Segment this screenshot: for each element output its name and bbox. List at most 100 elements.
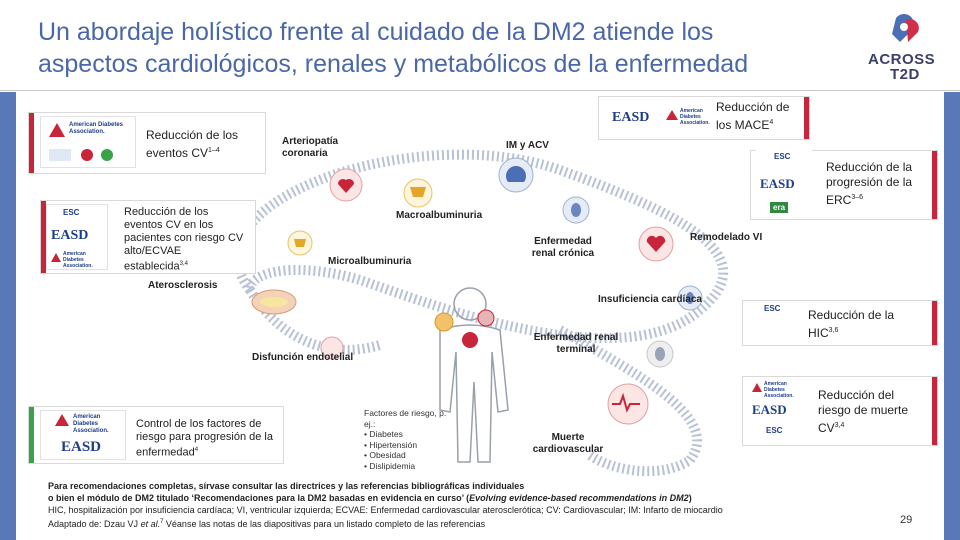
hic-label: Reducción de la HIC — [808, 308, 895, 340]
cv-death-ref: 3,4 — [834, 422, 845, 429]
risk-factor-item: Hipertensión — [364, 440, 448, 451]
footer-line-3: HIC, hospitalización por insuficiencia c… — [48, 505, 723, 515]
ada-easd-esc-logo-card: American Diabetes Association. EASD ESC — [748, 378, 810, 444]
risk-factors-text: Control de los factores de riesgo para p… — [136, 418, 280, 460]
kidney-icon — [562, 196, 590, 224]
cup-small-icon — [287, 230, 313, 256]
artery-plaque-icon — [251, 289, 297, 315]
partner-logos-icon — [49, 149, 113, 161]
easd-logo-text: EASD — [612, 110, 650, 125]
kidney-body-icon — [462, 332, 478, 348]
hic-ref: 3,6 — [828, 327, 839, 334]
footer-line-1-text: Para recomendaciones completas, sírvase … — [48, 481, 525, 491]
red-accent-bar — [932, 301, 937, 345]
kidney-failure-icon — [646, 340, 674, 368]
across-t2d-logo-icon — [892, 13, 919, 42]
ada-logo-card: American Diabetes Association. — [40, 116, 136, 168]
risk-factors-label: Control de los factores de riesgo para p… — [136, 418, 273, 459]
established-cvd-text: Reducción de los eventos CV en los pacie… — [124, 206, 248, 274]
cup-icon — [403, 178, 433, 208]
ada-logo-text: American Diabetes Association. — [63, 251, 93, 269]
esc-logo-text: ESC — [774, 152, 791, 161]
continuum-lower-curve — [245, 287, 702, 477]
cv-events-ref: 1–4 — [208, 147, 220, 154]
heart-artery-icon — [329, 168, 363, 202]
established-cvd-ref: 3,4 — [179, 261, 188, 267]
green-accent-bar — [29, 407, 34, 463]
title-line-1: Un abordaje holístico frente al cuidado … — [38, 18, 714, 46]
red-accent-bar — [932, 377, 937, 445]
vessel-icon — [320, 336, 344, 360]
established-cvd-label: Reducción de los eventos CV en los pacie… — [124, 206, 244, 273]
risk-factor-item: Obesidad — [364, 450, 448, 461]
red-accent-bar — [29, 113, 34, 173]
mace-label: Reducción de los MACE — [716, 100, 790, 132]
red-accent-bar — [932, 151, 937, 219]
footer-line-4-ref: 7 — [160, 519, 164, 525]
title-line-2: aspectos cardiológicos, renales y metabó… — [38, 50, 749, 78]
title-divider — [0, 90, 960, 91]
red-accent-bar — [41, 201, 46, 273]
ada-logo-text: American Diabetes Association. — [69, 122, 124, 135]
ada-logo-text: American Diabetes Association. — [73, 414, 109, 434]
footer-line-2-italic: Evolving evidence-based recommendations … — [469, 493, 689, 503]
ada-triangle-icon — [666, 110, 678, 120]
cv-death-text: Reducción del riesgo de muerte CV3,4 — [818, 388, 910, 436]
heart-icon — [638, 226, 674, 262]
left-side-bar — [0, 92, 16, 540]
liver-icon — [434, 312, 454, 332]
page-number: 29 — [900, 514, 913, 526]
cv-death-label: Reducción del riesgo de muerte CV — [818, 388, 909, 435]
esc-easd-era-logo-card: ESC EASD era — [756, 150, 812, 218]
lung-icon — [477, 309, 495, 327]
label-esrd: Enfermedad renal terminal — [533, 332, 619, 355]
easd-logo-text: EASD — [760, 176, 795, 191]
label-macroalb: Macroalbuminuria — [396, 210, 483, 221]
esc-logo-text: ESC — [63, 208, 80, 217]
brain-icon — [498, 157, 534, 193]
footer-line-4-pre: Adaptado de: Dzau VJ — [48, 519, 141, 529]
footer-line-4: Adaptado de: Dzau VJ et al.7 Véanse las … — [48, 516, 898, 530]
label-endo: Disfunción endotelial — [252, 352, 354, 363]
ecg-heart-icon — [607, 383, 649, 425]
easd-logo-text: EASD — [51, 228, 89, 243]
right-side-bar — [944, 92, 960, 540]
label-hf: Insuficiencia cardíaca — [598, 294, 702, 305]
ada-logo-text: American Diabetes Association. — [764, 381, 794, 399]
red-accent-bar — [804, 97, 809, 139]
ada-triangle-icon — [49, 123, 65, 137]
era-logo-text: era — [770, 202, 789, 213]
label-athero: Aterosclerosis — [148, 280, 218, 291]
hic-text: Reducción de la HIC3,6 — [808, 308, 902, 341]
esc-logo-card: ESC — [752, 302, 806, 344]
erc-label: Reducción de la progresión de la ERC — [826, 160, 913, 207]
ada-triangle-icon — [51, 253, 61, 262]
kidney-icon-2 — [677, 285, 703, 311]
label-microalb: Microalbuminuria — [328, 256, 412, 267]
easd-ada-logo-card: EASD American Diabetes Association. — [606, 102, 710, 134]
logo-line-2: T2D — [890, 66, 920, 83]
footer-line-2-post: ) — [688, 493, 692, 503]
mace-ref: 4 — [769, 119, 774, 126]
risk-factor-item: Diabetes — [364, 429, 448, 440]
label-ckd: Enfermedad renal crónica — [531, 236, 595, 259]
footer-line-4-post: Véanse las notas de las diapositivas par… — [163, 519, 486, 529]
label-lv-remodel: Remodelado VI — [690, 232, 763, 243]
label-cv-death: Muerte cardiovascular — [532, 432, 604, 455]
human-body-figure — [439, 287, 509, 463]
logo-wordmark: ACROSS T2D — [868, 52, 935, 82]
easd-logo-text: EASD — [752, 402, 787, 417]
label-coronary: Arteriopatía coronaria — [282, 136, 339, 159]
guideline-logos-card: ESC EASD American Diabetes Association. — [46, 204, 108, 270]
risk-factors-list: Factores de riesgo, p. ej.: Diabetes Hip… — [364, 408, 448, 471]
cv-events-text: Reducción de los eventos CV1–4 — [146, 128, 256, 161]
footer-line-1: Para recomendaciones completas, sírvase … — [48, 480, 898, 492]
ada-triangle-icon — [752, 383, 762, 392]
ada-triangle-icon — [55, 414, 69, 426]
risk-factors-heading: Factores de riesgo, p. ej.: — [364, 408, 447, 429]
cv-events-label: Reducción de los eventos CV — [146, 128, 239, 160]
easd-logo-text: EASD — [61, 439, 102, 455]
ada-easd-logo-card: American Diabetes Association. EASD — [40, 410, 126, 460]
